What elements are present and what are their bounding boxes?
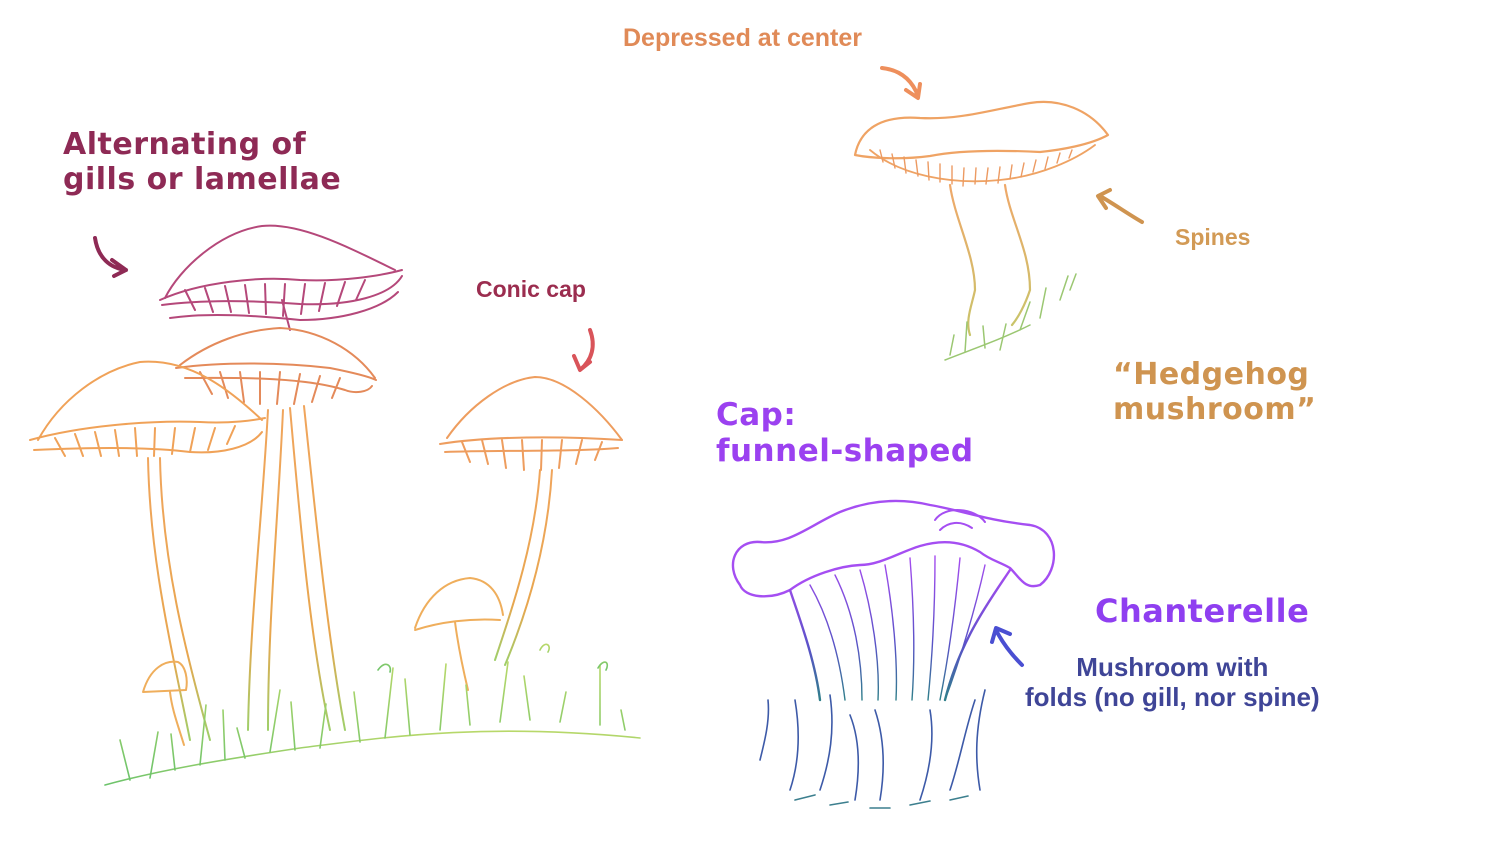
label-cap-line2: funnel-shaped (716, 432, 974, 469)
grass-left (104, 643, 641, 786)
label-folds-line2: folds (no gill, nor spine) (1025, 681, 1320, 712)
label-hedgehog-line2: mushroom” (1113, 391, 1317, 427)
arrow-spines (1096, 188, 1144, 224)
label-chanterelle: Chanterelle (1095, 592, 1310, 630)
gilled-cap-top (159, 224, 403, 331)
label-gills: Alternating of gills or lamellae (63, 127, 342, 197)
label-cap-line1: Cap: (716, 397, 797, 433)
arrow-chanterelle (990, 626, 1024, 667)
arrow-depressed (880, 66, 922, 100)
label-hedgehog: “Hedgehog mushroom” (1113, 357, 1317, 427)
label-spines: Spines (1175, 224, 1251, 250)
gilled-cap-middle (175, 327, 377, 405)
label-depressed: Depressed at center (623, 24, 863, 52)
conic-cap-mushroom (439, 376, 623, 471)
label-hedgehog-line1: “Hedgehog (1113, 357, 1310, 392)
gilled-cap-left (29, 360, 266, 457)
arrow-conic (572, 328, 595, 372)
hedgehog-mushroom (853, 66, 1144, 361)
small-mushrooms (142, 577, 504, 746)
chanterelle (731, 499, 1055, 809)
label-gills-line2: gills or lamellae (63, 161, 342, 197)
gilled-stems (147, 405, 553, 741)
label-cap-funnel: Cap: funnel-shaped (716, 397, 974, 469)
arrow-gills (93, 236, 128, 278)
label-folds-line1: Mushroom with (1076, 652, 1269, 682)
gilled-mushrooms (29, 224, 641, 786)
label-conic-cap: Conic cap (476, 276, 586, 302)
label-gills-line1: Alternating of (63, 127, 307, 162)
label-folds: Mushroom with folds (no gill, nor spine) (1025, 652, 1320, 713)
